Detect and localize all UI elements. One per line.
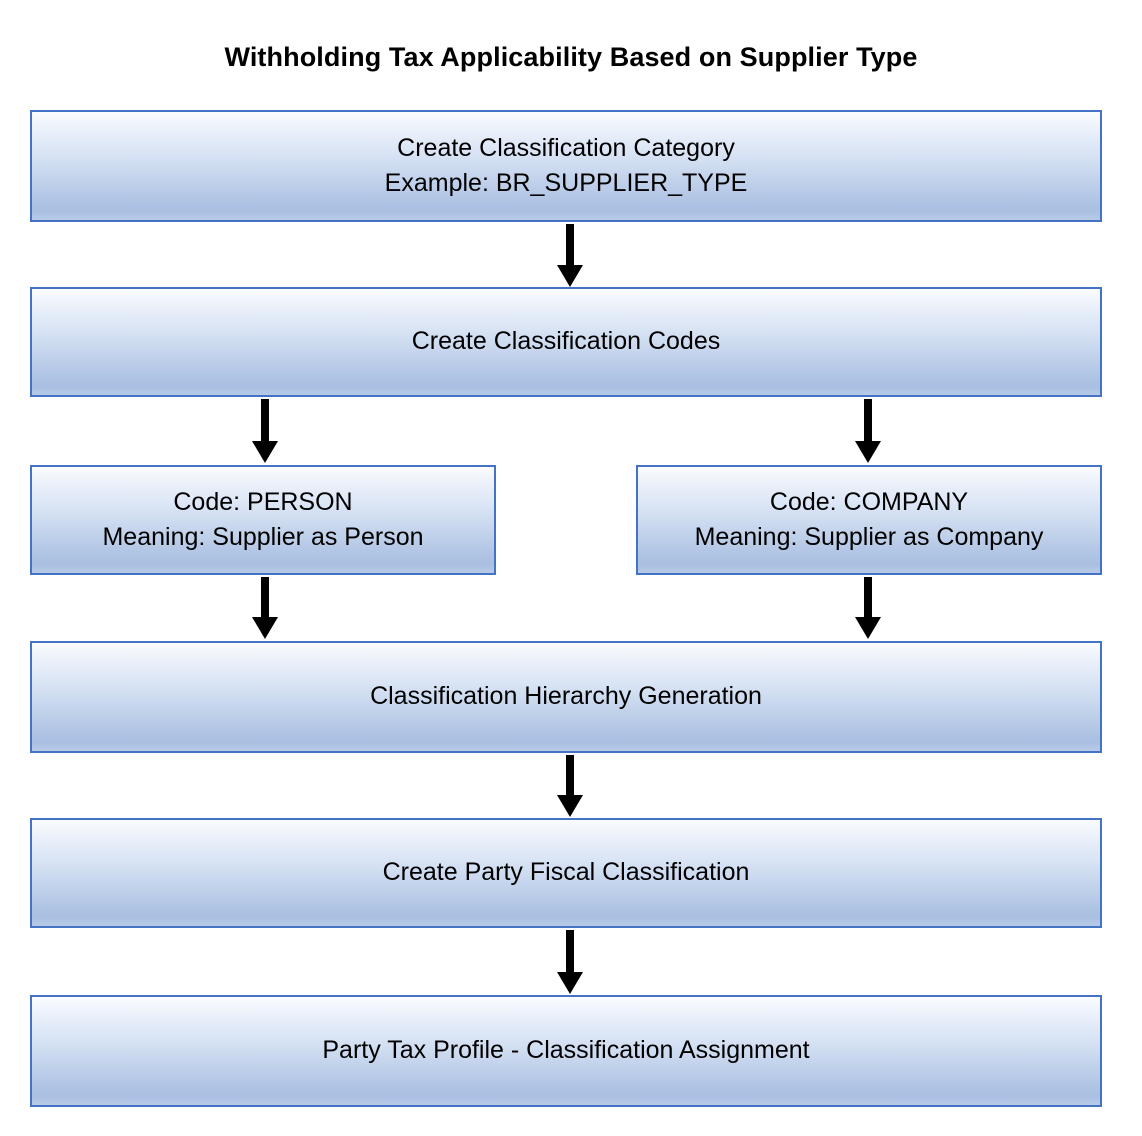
arrow-codes-to-company xyxy=(855,399,881,463)
arrow-shaft xyxy=(566,755,574,797)
arrow-head-down-icon xyxy=(855,617,881,639)
arrow-head-down-icon xyxy=(557,972,583,994)
node-profile-line-1: Party Tax Profile - Classification Assig… xyxy=(322,1036,810,1065)
arrow-head-down-icon xyxy=(557,265,583,287)
node-category-line-1: Create Classification Category xyxy=(397,133,735,162)
arrow-shaft xyxy=(261,399,269,443)
arrow-person-to-hierarchy xyxy=(252,577,278,639)
node-party-tax-profile-classification-assignment[interactable]: Party Tax Profile - Classification Assig… xyxy=(30,995,1102,1107)
node-classification-hierarchy-generation[interactable]: Classification Hierarchy Generation xyxy=(30,641,1102,753)
node-person-line-1: Code: PERSON xyxy=(173,487,353,516)
node-codes-line-1: Create Classification Codes xyxy=(411,327,721,356)
arrow-shaft xyxy=(566,224,574,267)
arrow-head-down-icon xyxy=(252,441,278,463)
arrow-head-down-icon xyxy=(855,441,881,463)
arrow-head-down-icon xyxy=(252,617,278,639)
arrow-hierarchy-to-fiscal xyxy=(557,755,583,817)
node-fiscal-line-1: Create Party Fiscal Classification xyxy=(382,858,750,887)
arrow-shaft xyxy=(864,577,872,619)
node-create-party-fiscal-classification[interactable]: Create Party Fiscal Classification xyxy=(30,818,1102,928)
arrow-shaft xyxy=(864,399,872,443)
node-code-person[interactable]: Code: PERSON Meaning: Supplier as Person xyxy=(30,465,496,575)
node-category-line-2: Example: BR_SUPPLIER_TYPE xyxy=(384,169,748,197)
arrow-shaft xyxy=(261,577,269,619)
node-person-line-2: Meaning: Supplier as Person xyxy=(102,523,424,551)
arrow-category-to-codes xyxy=(557,224,583,287)
arrow-company-to-hierarchy xyxy=(855,577,881,639)
node-company-line-2: Meaning: Supplier as Company xyxy=(694,523,1044,551)
arrow-codes-to-person xyxy=(252,399,278,463)
arrow-fiscal-to-profile xyxy=(557,930,583,994)
page-title: Withholding Tax Applicability Based on S… xyxy=(224,42,918,72)
arrow-head-down-icon xyxy=(557,795,583,817)
node-hierarchy-line-1: Classification Hierarchy Generation xyxy=(370,682,762,711)
node-code-company[interactable]: Code: COMPANY Meaning: Supplier as Compa… xyxy=(636,465,1102,575)
arrow-shaft xyxy=(566,930,574,974)
node-create-classification-codes[interactable]: Create Classification Codes xyxy=(30,287,1102,397)
node-create-classification-category[interactable]: Create Classification Category Example: … xyxy=(30,110,1102,222)
node-company-line-1: Code: COMPANY xyxy=(769,487,969,516)
